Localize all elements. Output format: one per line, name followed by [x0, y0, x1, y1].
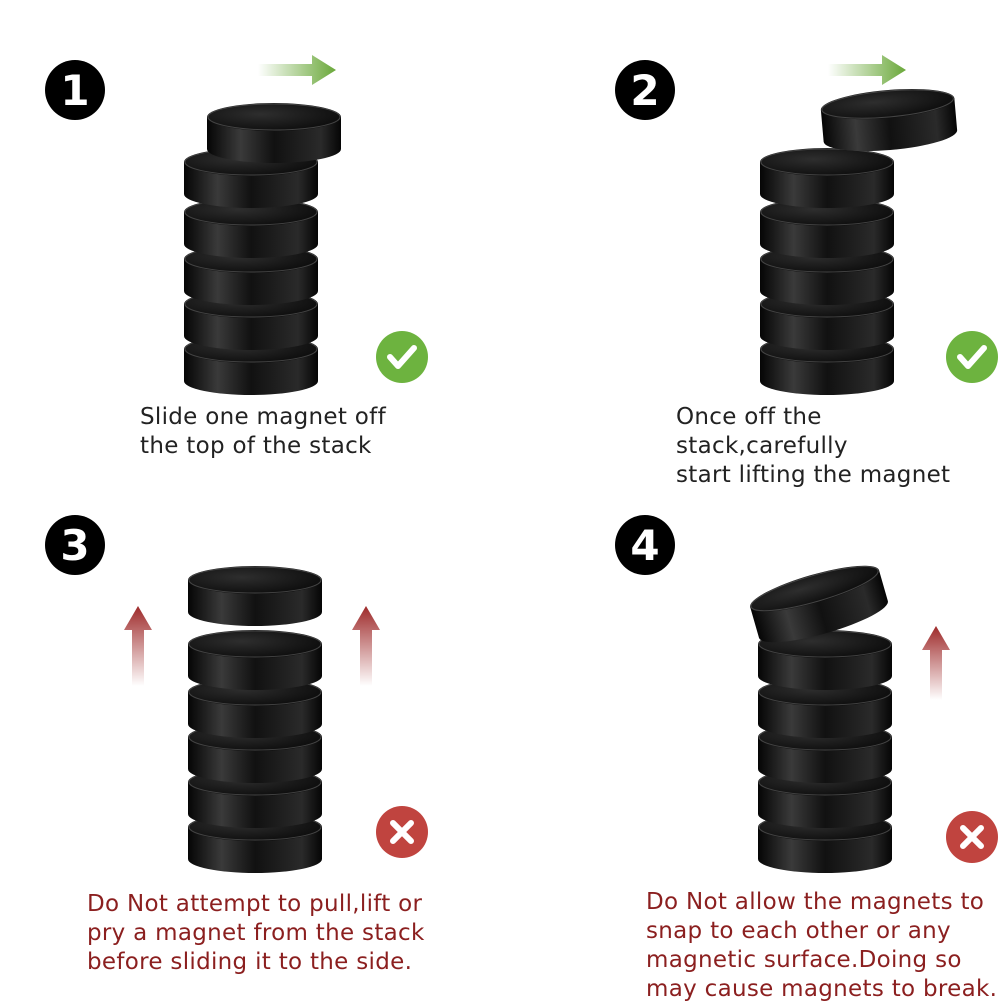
- magnet-stack-illustration: [183, 55, 342, 396]
- step-4-badge: 4: [615, 515, 675, 575]
- step-3-panel: 3 Do Not attempt to pull,lift or pry a m…: [0, 500, 500, 1000]
- cross-icon: [946, 811, 998, 863]
- red-up-arrow-icon: [922, 626, 950, 700]
- check-icon: [376, 331, 428, 383]
- step-2-panel: 2 Once off the stack,carefully start lif…: [500, 0, 1000, 500]
- check-icon: [946, 331, 998, 383]
- red-up-arrow-icon: [124, 606, 152, 686]
- cross-icon: [376, 806, 428, 858]
- step-4-caption: Do Not allow the magnets to snap to each…: [646, 889, 998, 1002]
- step-1-badge: 1: [45, 60, 105, 120]
- step-2-badge: 2: [615, 60, 675, 120]
- magnet-stack-illustration: [759, 55, 959, 396]
- magnet-stack-illustration: [124, 565, 380, 874]
- step-3-caption: Do Not attempt to pull,lift or pry a mag…: [87, 891, 425, 975]
- step-3-badge: 3: [45, 515, 105, 575]
- green-right-arrow-icon: [828, 55, 906, 85]
- magnet-stack-illustration: [745, 556, 950, 874]
- step-4-panel: 4 Do Not allow the magnets to snap to ea…: [500, 500, 1000, 1002]
- red-up-arrow-icon: [352, 606, 380, 686]
- step-1-caption: Slide one magnet off the top of the stac…: [140, 404, 386, 459]
- green-right-arrow-icon: [258, 55, 336, 85]
- step-1-panel: 1 Slide one magnet off the top of the st…: [0, 0, 500, 500]
- step-2-caption: Once off the stack,carefully start lifti…: [676, 404, 951, 488]
